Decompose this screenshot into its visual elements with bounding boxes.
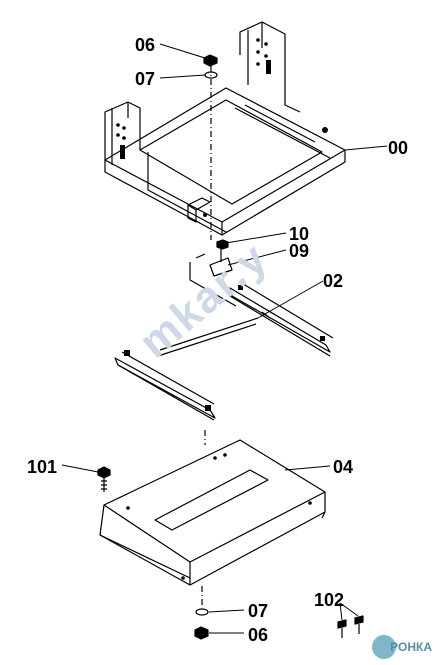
screws-102	[337, 615, 364, 638]
bracket-09	[209, 257, 233, 277]
callout-07-bottom: 07	[248, 601, 269, 621]
callout-07-top: 07	[135, 69, 156, 89]
slide-rails-02	[114, 253, 334, 421]
ronka-logo: РОНКА	[372, 635, 432, 659]
callout-09: 09	[289, 241, 310, 261]
seat-frame-00	[104, 21, 346, 236]
callout-102: 102	[314, 590, 345, 610]
bolt-101	[97, 466, 111, 492]
logo-circle-icon	[372, 635, 397, 659]
callout-00: 00	[388, 138, 409, 158]
bolt-10	[216, 239, 229, 262]
nut-06-top	[203, 54, 218, 79]
callout-06-top: 06	[135, 35, 156, 55]
base-plate-04	[99, 439, 326, 586]
leader-lines	[61, 43, 388, 634]
washer-07-bottom	[195, 608, 209, 616]
callout-04: 04	[333, 457, 354, 477]
callout-101: 101	[27, 457, 58, 477]
nut-06-bottom	[194, 626, 209, 640]
callout-10: 10	[289, 224, 310, 244]
callout-02: 02	[323, 271, 344, 291]
callout-06-bottom: 06	[248, 625, 269, 645]
logo-text: РОНКА	[390, 640, 432, 654]
